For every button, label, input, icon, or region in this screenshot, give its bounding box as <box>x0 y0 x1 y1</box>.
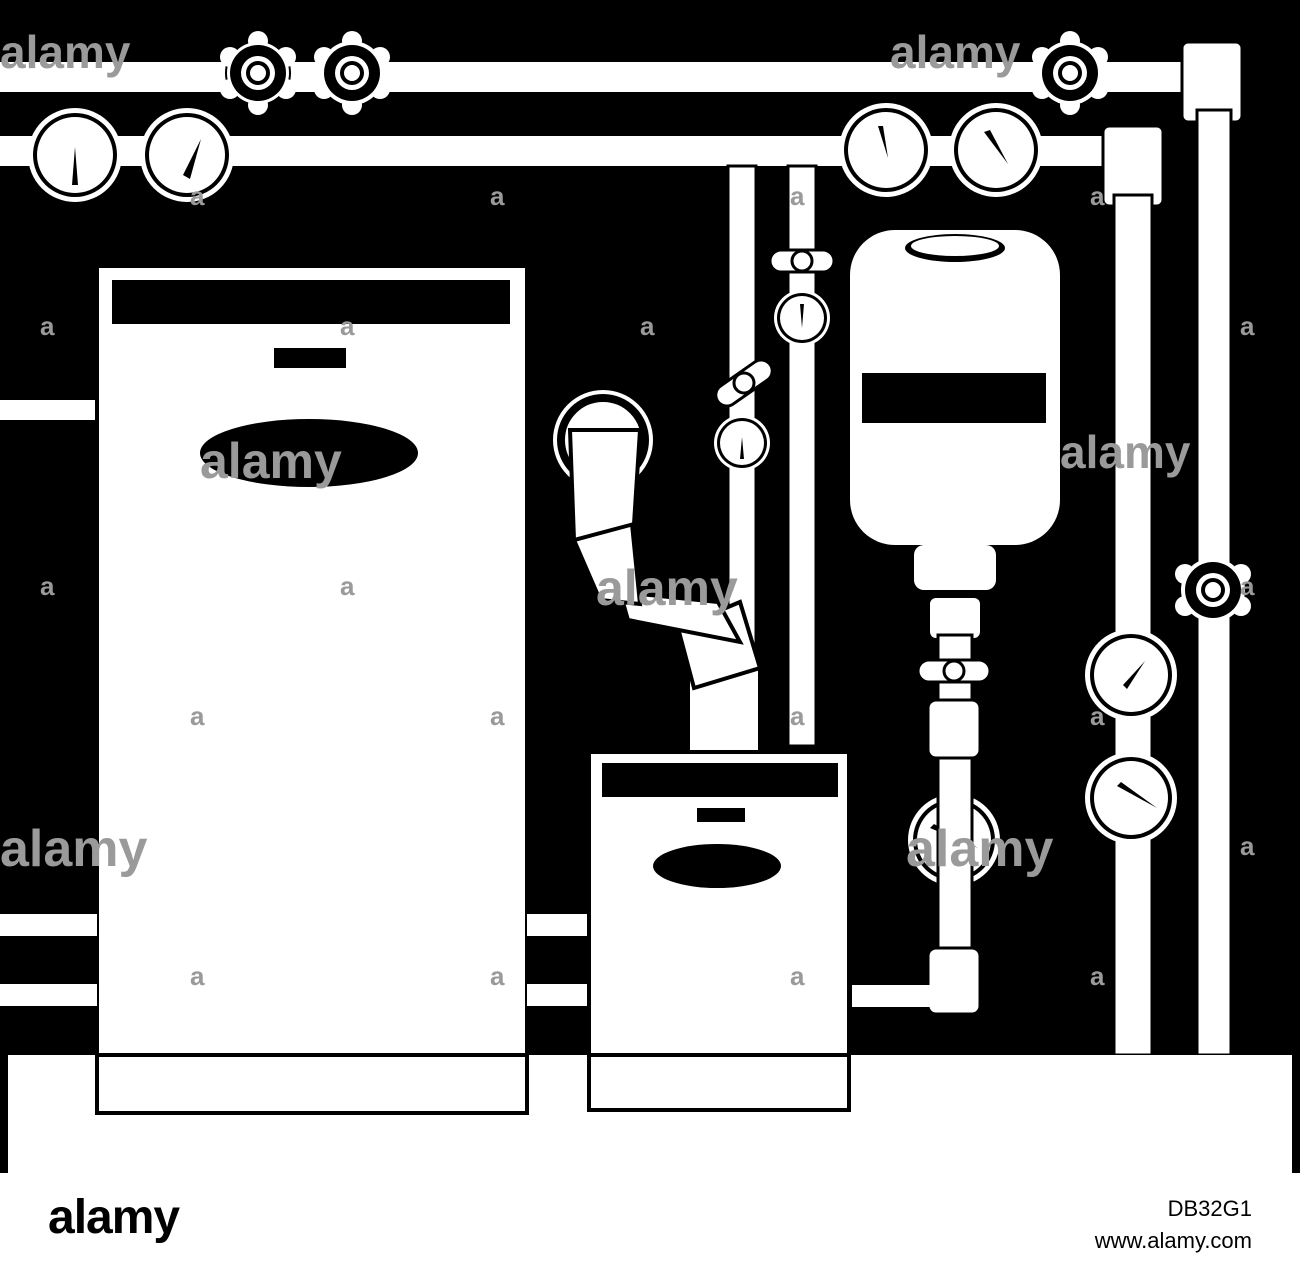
watermark-mark: a <box>1090 961 1105 991</box>
connector-pipes <box>0 914 589 1006</box>
watermark-text: alamy <box>1060 426 1191 478</box>
footer-band <box>0 1173 1300 1269</box>
right-vertical-pipes <box>1101 40 1244 1057</box>
watermark-mark: a <box>40 571 55 601</box>
watermark-mark: a <box>340 571 355 601</box>
watermark-text: alamy <box>596 560 738 616</box>
watermark-mark: a <box>190 961 205 991</box>
gear-icon <box>314 31 390 115</box>
watermark-mark: a <box>790 701 805 731</box>
flue-pipe <box>549 386 763 762</box>
main-boiler <box>95 264 529 1115</box>
watermark-mark: a <box>490 961 505 991</box>
watermark-mark: a <box>790 181 805 211</box>
watermark-mark: a <box>340 311 355 341</box>
gauge-icon <box>949 103 1043 197</box>
pressure-gauges <box>28 103 1177 886</box>
gauge-icon <box>1085 629 1177 721</box>
gauge-icon <box>774 290 830 346</box>
gear-icon <box>1032 31 1108 115</box>
watermark-mark: a <box>40 311 55 341</box>
watermark-mark: a <box>1090 701 1105 731</box>
watermark-text: alamy <box>0 26 131 78</box>
watermark-mark: a <box>1240 571 1255 601</box>
watermark-mark: a <box>790 961 805 991</box>
watermark-text: alamy <box>0 820 148 878</box>
watermark-mark: a <box>1240 311 1255 341</box>
gear-icon <box>220 31 296 115</box>
watermark-mark: a <box>490 701 505 731</box>
watermark-text: alamy <box>200 433 342 489</box>
gauge-icon <box>1085 752 1177 844</box>
gauge-icon <box>28 108 122 202</box>
watermark-mark: a <box>1090 181 1105 211</box>
inline-valve-icon <box>714 248 836 408</box>
watermark-mark: a <box>1240 831 1255 861</box>
brand-logo[interactable]: alamy <box>48 1191 180 1244</box>
secondary-boiler <box>587 750 851 1112</box>
watermark-overlay: alamy alamy alamy alamy alamy alamy alam… <box>0 26 1255 991</box>
image-id: DB32G1 <box>1167 1196 1252 1221</box>
gauge-icon <box>839 103 933 197</box>
watermark-text: alamy <box>906 820 1054 878</box>
watermark-mark: a <box>190 701 205 731</box>
valve-handle-icon <box>220 31 1251 632</box>
gauge-icon <box>140 108 234 202</box>
site-url[interactable]: www.alamy.com <box>1094 1228 1252 1253</box>
watermark-mark: a <box>190 181 205 211</box>
gear-icon <box>1175 548 1251 632</box>
watermark-mark: a <box>490 181 505 211</box>
expansion-tank <box>850 230 1060 1016</box>
gauge-icon <box>714 415 770 471</box>
watermark-text: alamy <box>890 26 1021 78</box>
watermark-mark: a <box>640 311 655 341</box>
